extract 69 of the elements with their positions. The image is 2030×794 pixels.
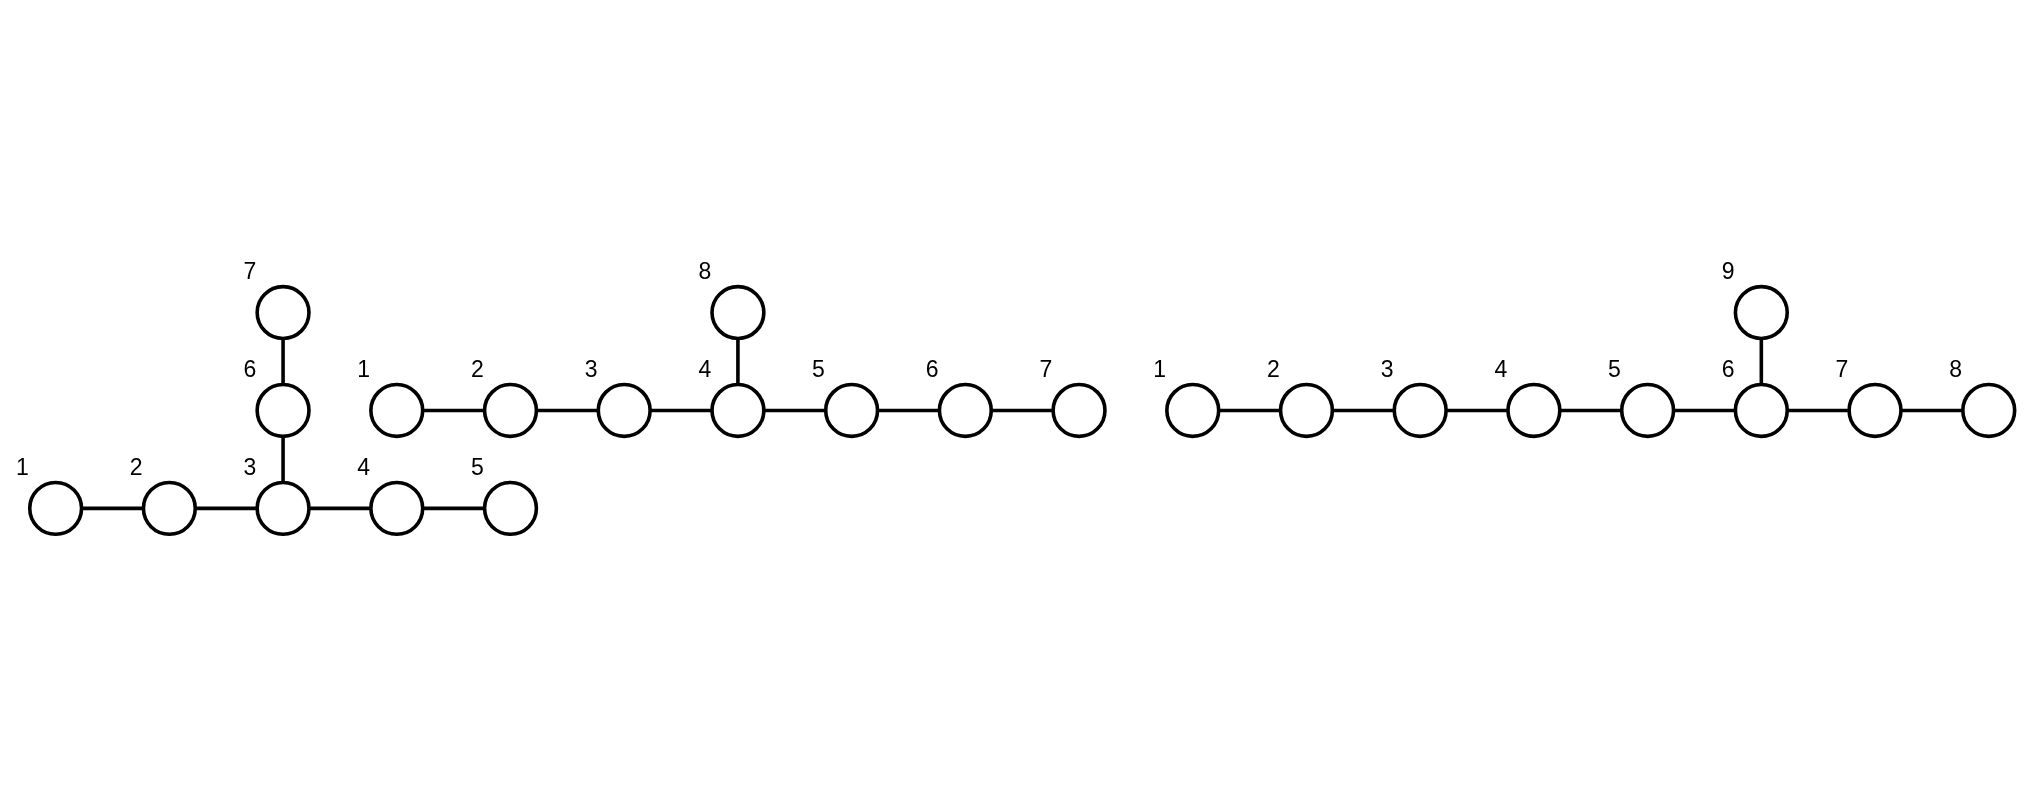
node-label: 2 bbox=[470, 355, 484, 382]
node-label: 7 bbox=[1039, 355, 1053, 382]
node-circle bbox=[1051, 382, 1107, 438]
node-label: 1 bbox=[1153, 355, 1167, 382]
connector bbox=[1219, 408, 1281, 412]
connector bbox=[877, 408, 940, 412]
node-circle bbox=[482, 382, 539, 438]
connector bbox=[1446, 408, 1508, 412]
node-circle bbox=[1278, 382, 1335, 438]
node-circle bbox=[937, 382, 994, 438]
node-circle bbox=[1733, 284, 1790, 340]
connector bbox=[1901, 408, 1963, 412]
node-label: 5 bbox=[1608, 355, 1621, 382]
node-label: 1 bbox=[357, 355, 371, 382]
node-circle bbox=[1506, 382, 1562, 438]
node-label: 4 bbox=[698, 355, 712, 382]
node-circle bbox=[1847, 382, 1903, 438]
node-label: 4 bbox=[357, 453, 371, 480]
connector bbox=[1673, 408, 1736, 412]
node-circle bbox=[1165, 382, 1221, 438]
node-circle bbox=[141, 480, 198, 536]
connector bbox=[423, 408, 485, 412]
connector bbox=[281, 436, 285, 482]
node-label: 1 bbox=[16, 453, 29, 480]
node-label: 8 bbox=[1949, 355, 1963, 382]
node-circle bbox=[1619, 382, 1676, 438]
node-circle bbox=[1392, 382, 1448, 438]
node-label: 3 bbox=[1380, 355, 1394, 382]
node-label: 6 bbox=[243, 355, 257, 382]
node-label: 3 bbox=[243, 453, 257, 480]
node-label: 4 bbox=[1494, 355, 1508, 382]
connector bbox=[1332, 408, 1395, 412]
connector bbox=[195, 506, 258, 510]
node-label: 7 bbox=[243, 257, 257, 284]
connector bbox=[1759, 338, 1764, 384]
connector bbox=[991, 408, 1054, 412]
node-circle bbox=[710, 284, 766, 340]
node-circle bbox=[710, 382, 766, 438]
node-label: 3 bbox=[584, 355, 598, 382]
node-circle bbox=[255, 480, 311, 536]
node-label: 5 bbox=[470, 453, 484, 480]
node-label: 5 bbox=[812, 355, 825, 382]
node-label: 6 bbox=[925, 355, 939, 382]
connector bbox=[1560, 408, 1622, 412]
connector bbox=[650, 408, 712, 412]
node-label: 7 bbox=[1835, 355, 1849, 382]
node-label: 8 bbox=[698, 257, 712, 284]
connector bbox=[309, 506, 371, 510]
connector bbox=[281, 338, 285, 384]
node-circle bbox=[1961, 382, 2017, 438]
node-label: 6 bbox=[1721, 355, 1735, 382]
connector bbox=[736, 338, 740, 384]
node-circle bbox=[369, 382, 425, 438]
node-circle bbox=[27, 480, 84, 536]
node-circle bbox=[482, 480, 539, 536]
connector bbox=[536, 408, 599, 412]
connector bbox=[81, 506, 144, 510]
node-label: 2 bbox=[129, 453, 143, 480]
node-circle bbox=[823, 382, 880, 438]
node-label: 9 bbox=[1721, 257, 1735, 284]
connector bbox=[764, 408, 826, 412]
node-circle bbox=[255, 284, 311, 340]
node-circle bbox=[1733, 382, 1790, 438]
node-label: 2 bbox=[1266, 355, 1280, 382]
connector bbox=[423, 506, 485, 510]
node-circle bbox=[369, 480, 425, 536]
connector bbox=[1787, 408, 1850, 412]
node-circle bbox=[596, 382, 652, 438]
node-circle bbox=[255, 382, 311, 438]
